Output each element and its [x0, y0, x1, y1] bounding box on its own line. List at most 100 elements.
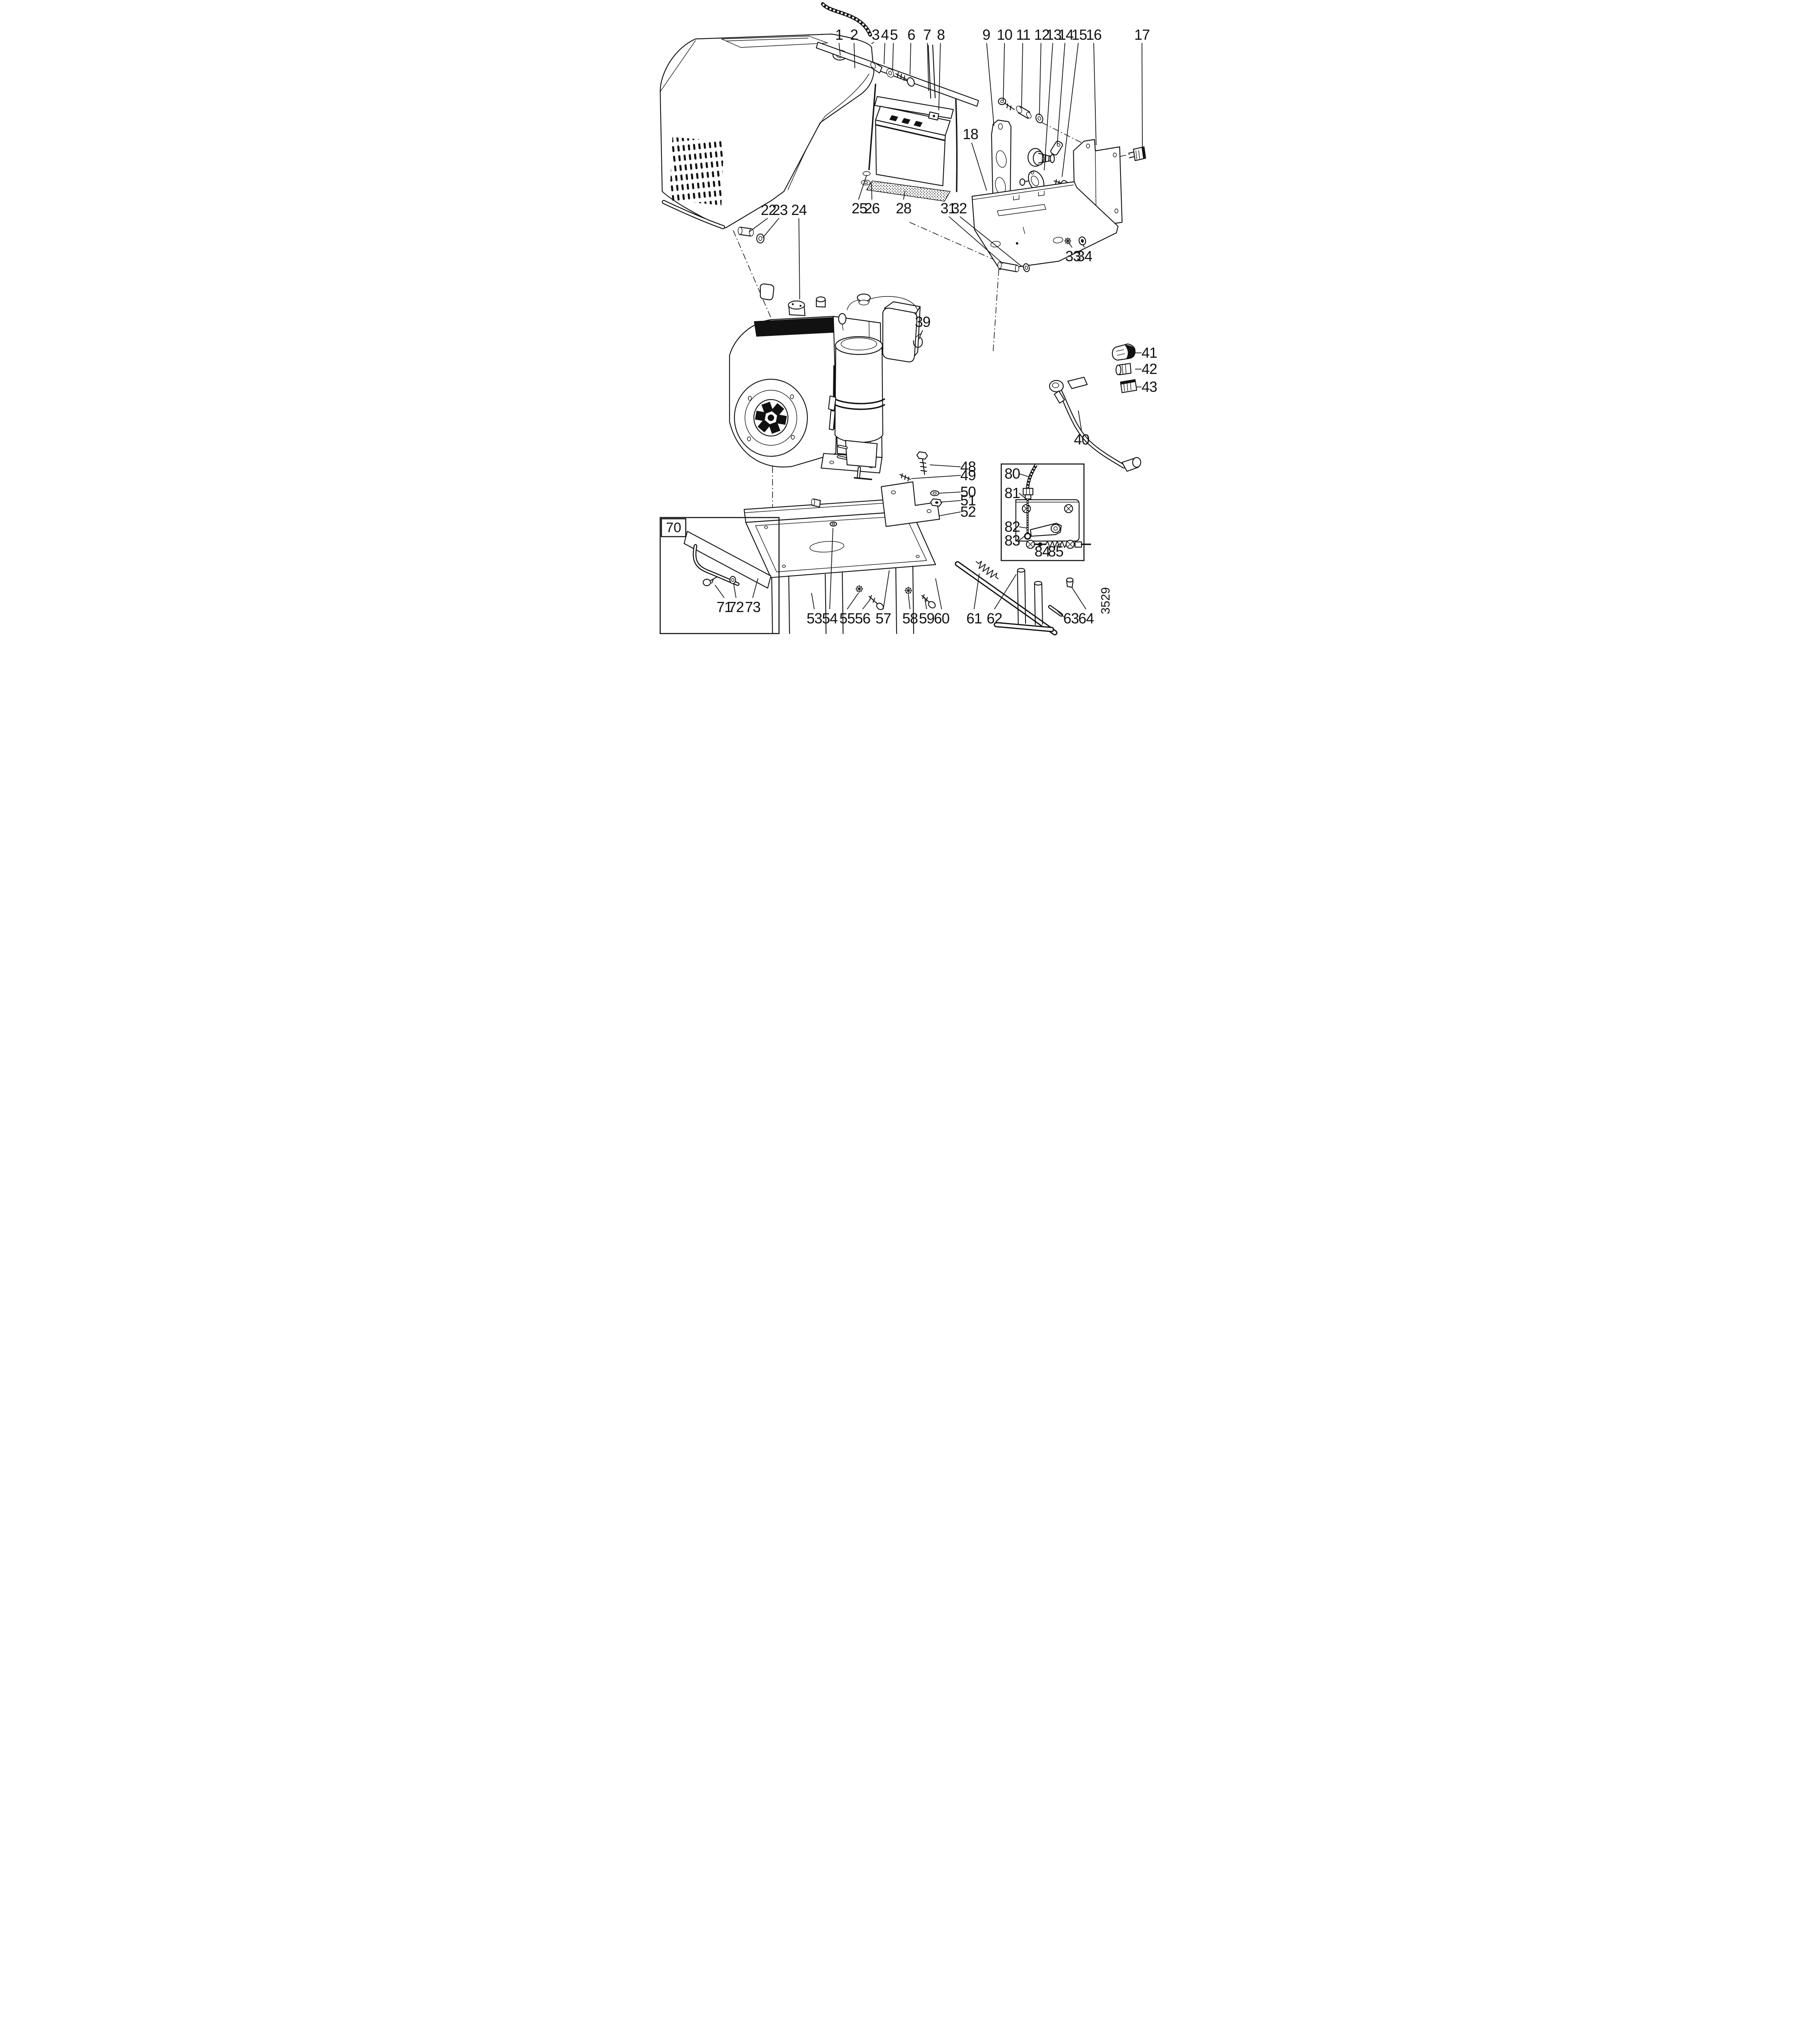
fuel-cap: [856, 293, 871, 305]
leader-line-6: [909, 43, 911, 75]
carb-bell: [838, 313, 846, 325]
leader-line-39: [918, 330, 923, 339]
part-number-62: 62: [986, 610, 1002, 627]
part-number-54: 54: [822, 610, 837, 627]
part-number-3: 3: [871, 26, 879, 43]
part-number-15: 15: [1071, 26, 1086, 43]
part-number-14: 14: [1058, 26, 1073, 43]
breather-cap: [816, 296, 826, 308]
leader-line-32: [959, 216, 1023, 267]
leader-line-40: [1077, 410, 1082, 431]
part-number-4: 4: [881, 26, 889, 43]
tpipe-assembly: [955, 561, 1073, 636]
part-number-72: 72: [728, 599, 743, 615]
part-number-18: 18: [962, 126, 978, 142]
star-washer-58: [904, 586, 912, 595]
leader-line-49: [911, 475, 961, 479]
leader-line-61: [973, 573, 980, 610]
part-number-6: 6: [907, 26, 915, 43]
fuse-block-43: [1120, 379, 1137, 393]
bolt-59: [921, 594, 936, 608]
part-number-55: 55: [839, 610, 854, 627]
leader-line-50: [938, 492, 961, 494]
part-number-1: 1: [835, 26, 843, 43]
leader-line-34: [1082, 244, 1085, 248]
leader-line-60: [935, 578, 942, 610]
bracket-52: [880, 481, 940, 527]
leader-line-56: [862, 599, 871, 610]
leader-line-9: [986, 43, 994, 126]
leader-line-26: [871, 183, 872, 200]
handle-plate-73: [683, 531, 771, 589]
flywheel: [734, 378, 808, 457]
leader-line-62: [994, 574, 1017, 610]
part-number-16: 16: [1086, 26, 1101, 43]
part-number-56: 56: [854, 610, 870, 627]
part-number-43: 43: [1141, 378, 1157, 395]
part-number-12: 12: [1034, 26, 1049, 43]
part-number-48: 48: [960, 458, 975, 475]
leader-line-52: [938, 511, 961, 516]
battery-rod-right: [955, 99, 957, 192]
leader-line-48: [929, 464, 961, 467]
cable-flat-terminal: [1067, 376, 1088, 389]
battery-rod-left: [868, 84, 876, 170]
connector-part17: [1128, 146, 1146, 161]
part-number-73: 73: [745, 599, 760, 615]
key-part14: [1050, 141, 1063, 156]
oil-filler-cap: [788, 300, 805, 316]
inset-70-label-box: [661, 518, 686, 537]
air-cleaner: [828, 336, 885, 480]
spacer-washer-31-32: [997, 261, 1030, 273]
part-number-22: 22: [760, 202, 776, 218]
battery-fasteners: [870, 62, 915, 87]
cable-angle-end: [1121, 457, 1141, 472]
phillips-screw: [1022, 504, 1031, 513]
part-number-2: 2: [850, 26, 858, 43]
part-number-80: 80: [1004, 465, 1019, 482]
leader-line-24: [798, 218, 800, 300]
drawing-number: 3529: [1099, 587, 1112, 614]
leader-line-7: [927, 43, 929, 91]
leader-line-25: [858, 175, 867, 200]
leader-line-14: [1056, 43, 1065, 145]
leader-line-53: [811, 593, 815, 610]
diagram: 70: [659, 2, 1157, 636]
leader-line-23: [762, 218, 779, 238]
leader-line-64: [1071, 587, 1086, 610]
part-number-33: 33: [1065, 248, 1080, 264]
leader-line-63: [1056, 610, 1066, 619]
part-number-64: 64: [1078, 610, 1093, 627]
leader-line-28: [903, 190, 906, 200]
part-number-51: 51: [960, 492, 975, 509]
part-number-71: 71: [716, 599, 732, 615]
part-number-26: 26: [864, 200, 879, 217]
bolt-56: [868, 595, 884, 610]
leader-line-2: [853, 43, 855, 69]
engine: [729, 283, 923, 480]
leader-line-3: [871, 42, 874, 44]
stud-49: [899, 473, 911, 482]
inset-box-70: 70: [659, 517, 779, 634]
part-number-28: 28: [895, 200, 911, 217]
battery-pad: [866, 180, 951, 202]
leader-line-81: [1018, 493, 1028, 500]
terminal-cap-41: [1112, 343, 1135, 361]
part-number-17: 17: [1134, 26, 1149, 43]
parts-diagram-page: 70: [650, 0, 1170, 644]
part-number-53: 53: [806, 610, 822, 627]
leader-line-85: [1056, 543, 1061, 547]
leader-line-57: [882, 570, 890, 610]
bolt-64: [1066, 577, 1073, 588]
socket-part13: [1019, 170, 1044, 191]
ignition-switch: [1027, 148, 1055, 167]
part-number-8: 8: [937, 26, 944, 43]
leader-line-4: [883, 43, 885, 64]
leader-line-1: [838, 43, 841, 56]
part-number-7: 7: [923, 26, 931, 43]
bolt-71: [702, 576, 718, 586]
part-number-52: 52: [960, 503, 975, 520]
part-number-34: 34: [1076, 248, 1092, 264]
starter-cable: [821, 2, 872, 37]
